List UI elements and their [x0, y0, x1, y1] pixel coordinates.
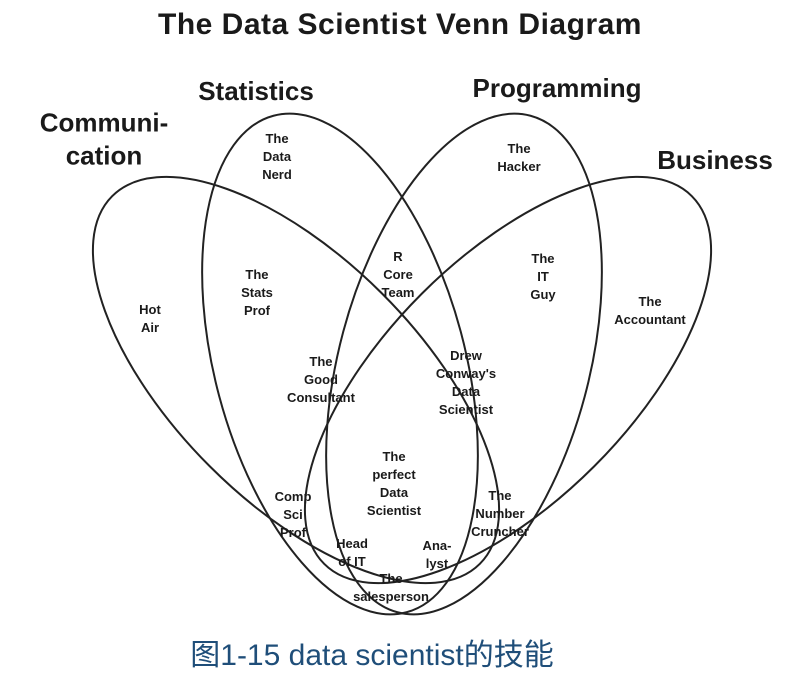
region-label-perfect-data-scientist: The perfect Data Scientist [366, 449, 422, 518]
region-label-comp-sci-prof: Comp Sci Prof [274, 489, 312, 540]
business-ellipse [303, 175, 713, 585]
region-label-hacker: The Hacker [497, 141, 541, 174]
set-label-communication: Communi- cation [39, 107, 169, 171]
region-label-stats-prof: The Stats Prof [241, 267, 273, 318]
communication-ellipse [91, 175, 501, 585]
region-label-it-guy: The IT Guy [530, 251, 556, 302]
page-title: The Data Scientist Venn Diagram [158, 8, 642, 41]
region-label-accountant: The Accountant [614, 294, 686, 327]
figure-caption: 图1-15 data scientist的技能 [190, 639, 554, 672]
statistics-ellipse [201, 112, 479, 616]
set-label-business: Business [657, 144, 773, 175]
set-label-programming: Programming [472, 72, 642, 103]
region-label-good-consultant: The Good Consultant [287, 354, 355, 405]
set-label-statistics: Statistics [198, 75, 314, 106]
region-label-hot-air: Hot Air [139, 302, 161, 335]
region-label-data-nerd: The Data Nerd [262, 131, 292, 182]
region-label-head-of-it: Head of IT [336, 536, 368, 569]
region-label-r-core-team: R Core Team [381, 249, 415, 300]
region-label-salesperson: The salesperson [353, 571, 429, 604]
region-label-analyst: Ana- lyst [422, 538, 452, 571]
programming-ellipse [325, 112, 603, 616]
region-label-drew-conways-data-scientist: Drew Conway's Data Scientist [435, 348, 497, 417]
region-label-number-cruncher: The Number Cruncher [471, 488, 529, 539]
